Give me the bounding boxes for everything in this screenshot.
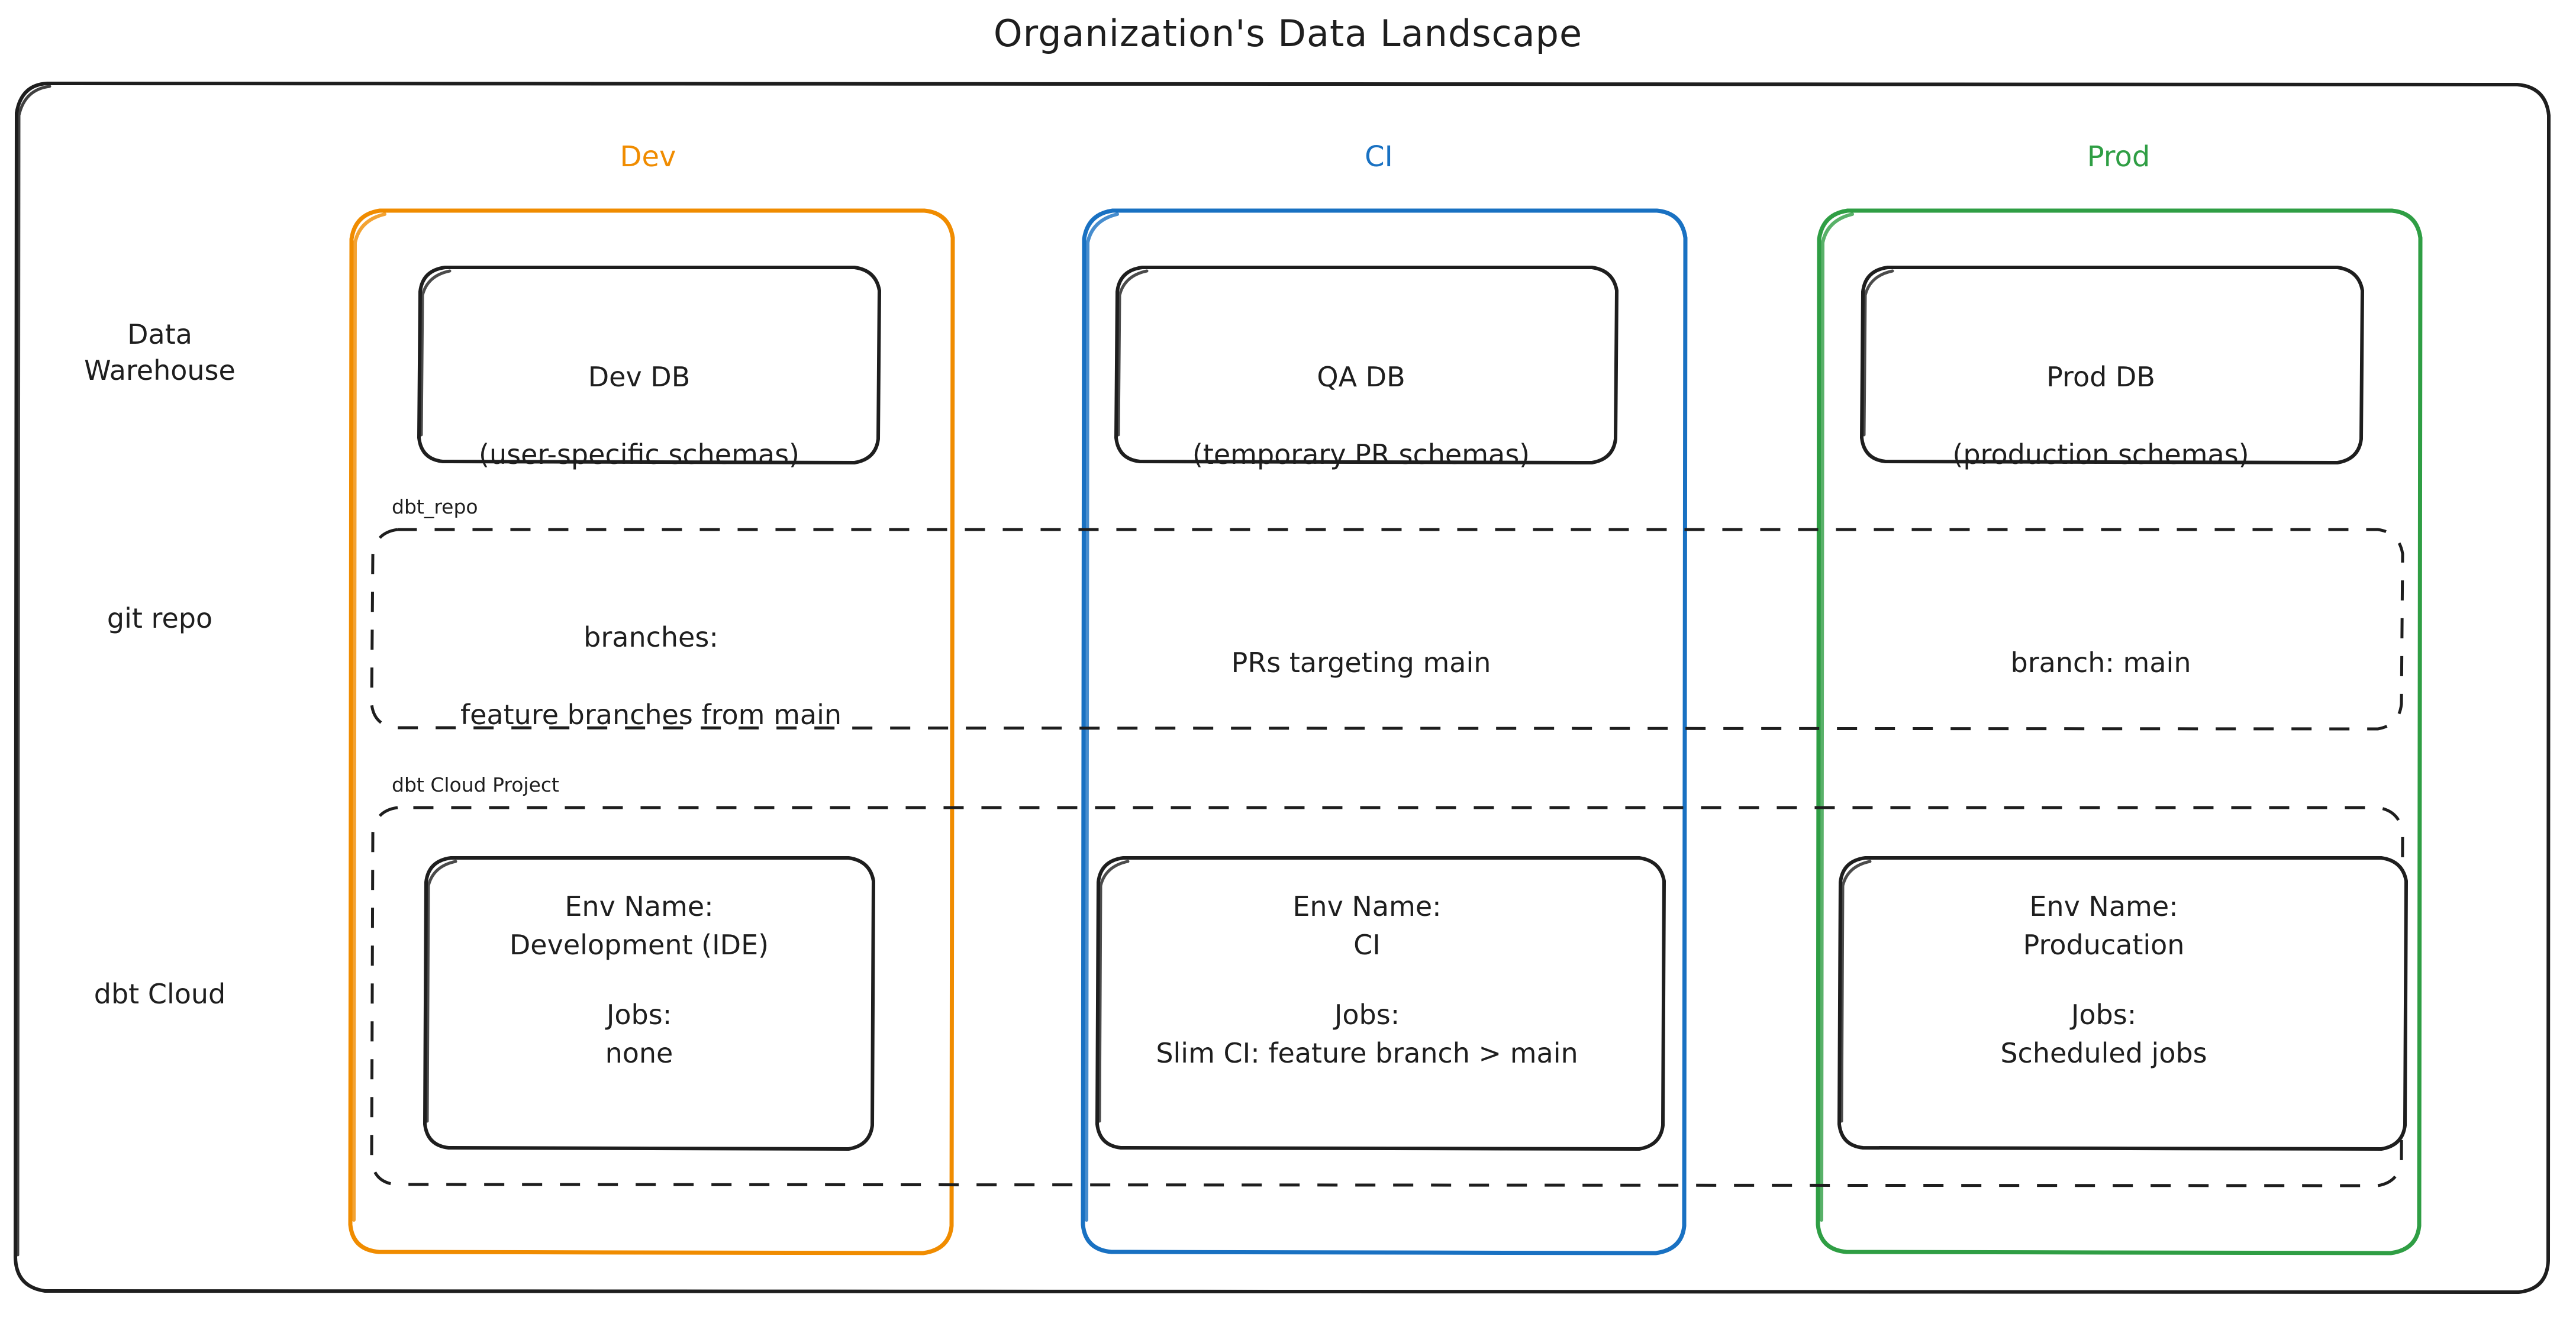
git-repo-ci-text: PRs targeting main [1124, 605, 1598, 721]
box-prod-db [1859, 266, 2365, 465]
dbt-cloud-dev-jobs-value: none [605, 1037, 673, 1069]
box-qa-db [1114, 266, 1619, 465]
prod-db-detail: (production schemas) [1952, 438, 2249, 470]
spacer [1852, 965, 2355, 996]
page-title: Organization's Data Landscape [993, 12, 1583, 55]
row-label-dbt-cloud: dbt Cloud [94, 978, 226, 1010]
dbt-cloud-prod-text: Env Name: Producation Jobs: Scheduled jo… [1852, 887, 2355, 1073]
box-dbt-env-dev [423, 856, 876, 1151]
column-header-dev: Dev [620, 140, 676, 173]
column-box-ci [1081, 208, 1688, 1255]
row-label-git-repo: git repo [107, 602, 213, 634]
qa-db-detail: (temporary PR schemas) [1192, 438, 1530, 470]
dbt-cloud-ci-env-label: Env Name: [1292, 890, 1442, 922]
column-box-dev [348, 208, 955, 1255]
qa-db-text: QA DB (temporary PR schemas) [1124, 319, 1598, 513]
qa-db-name: QA DB [1317, 361, 1405, 393]
dbt-cloud-dev-jobs-label: Jobs: [606, 998, 672, 1031]
box-dbt-env-prod [1837, 856, 2409, 1151]
dev-db-text: Dev DB (user-specific schemas) [414, 319, 864, 513]
prod-db-name: Prod DB [2046, 361, 2155, 393]
box-dev-db [417, 266, 882, 465]
dbt-cloud-prod-env-label: Env Name: [2029, 890, 2178, 922]
container-label-dbt-repo: dbt_repo [392, 495, 478, 518]
dbt-cloud-ci-jobs-label: Jobs: [1334, 998, 1400, 1031]
spacer [414, 965, 864, 996]
spacer [1107, 965, 1627, 996]
dbt-cloud-ci-jobs-value: Slim CI: feature branch > main [1156, 1037, 1578, 1069]
column-header-ci: CI [1365, 140, 1393, 173]
dbt-cloud-ci-text: Env Name: CI Jobs: Slim CI: feature bran… [1107, 887, 1627, 1073]
dev-db-detail: (user-specific schemas) [479, 438, 799, 470]
git-repo-dev-line2: feature branches from main [460, 698, 842, 731]
dbt-cloud-dev-env-label: Env Name: [565, 890, 714, 922]
git-repo-prod-text: branch: main [1858, 605, 2343, 721]
dbt-cloud-prod-jobs-label: Jobs: [2071, 998, 2137, 1031]
dev-db-name: Dev DB [588, 361, 691, 393]
dbt-cloud-dev-text: Env Name: Development (IDE) Jobs: none [414, 887, 864, 1073]
dbt-cloud-ci-env-value: CI [1353, 929, 1381, 961]
column-header-prod: Prod [2087, 140, 2151, 173]
container-label-dbt-cloud-project: dbt Cloud Project [392, 773, 559, 796]
container-dbt-repo [370, 528, 2404, 731]
git-repo-ci-line1: PRs targeting main [1231, 647, 1491, 679]
git-repo-dev-text: branches: feature branches from main [379, 580, 923, 773]
git-repo-dev-line1: branches: [583, 621, 718, 654]
dbt-cloud-prod-env-value: Producation [2023, 929, 2185, 961]
dbt-cloud-dev-env-value: Development (IDE) [509, 929, 769, 961]
diagram-outer-frame [11, 80, 2553, 1296]
box-dbt-env-ci [1095, 856, 1666, 1151]
container-dbt-cloud-project [370, 806, 2404, 1187]
git-repo-prod-line1: branch: main [2010, 647, 2191, 679]
column-box-prod [1816, 208, 2423, 1255]
dbt-cloud-prod-jobs-value: Scheduled jobs [2000, 1037, 2207, 1069]
prod-db-text: Prod DB (production schemas) [1858, 319, 2343, 513]
